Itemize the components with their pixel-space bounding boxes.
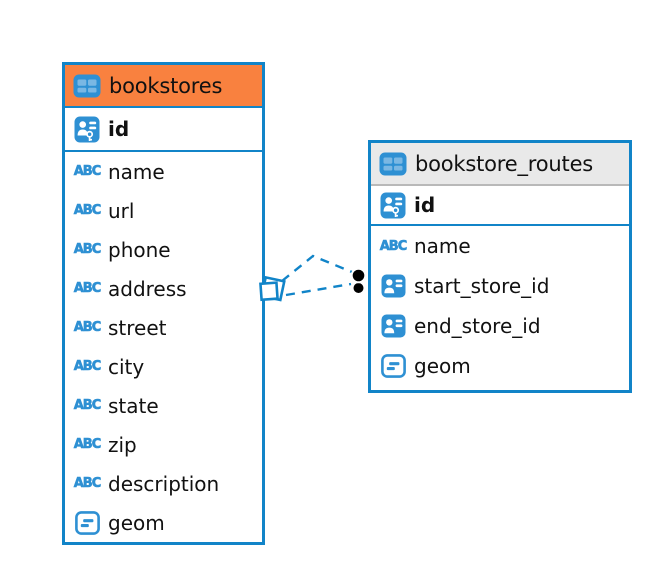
column-row-url: ABC url: [65, 191, 262, 230]
column-type-icon-box: [378, 314, 408, 338]
column-type-icon-box: ABC: [72, 281, 102, 297]
column-row-zip: ABC zip: [65, 425, 262, 464]
column-row-state: ABC state: [65, 386, 262, 425]
table-title: bookstores: [109, 73, 223, 98]
column-name: city: [108, 354, 145, 379]
relationship-line-upper[interactable]: [281, 254, 353, 282]
text-type-icon: ABC: [73, 476, 101, 492]
reference-type-icon: [381, 274, 405, 298]
column-row-address: ABC address: [65, 269, 262, 308]
column-type-icon-box: ABC: [72, 203, 102, 219]
reference-type-icon: [381, 314, 405, 338]
column-name: name: [414, 234, 471, 258]
column-type-icon-box: ABC: [72, 164, 102, 180]
column-name: address: [108, 276, 187, 301]
text-type-icon: ABC: [73, 281, 101, 297]
geometry-type-icon: [380, 354, 406, 378]
column-name: state: [108, 393, 159, 418]
geometry-type-icon: [74, 510, 100, 535]
table-icon-box: [379, 152, 407, 176]
column-row-name: ABC name: [65, 152, 262, 191]
column-type-icon-box: [378, 192, 408, 219]
table-icon-box: [73, 74, 101, 98]
column-type-icon-box: ABC: [378, 238, 408, 254]
text-type-icon: ABC: [73, 359, 101, 375]
relationship-endpoint-dots[interactable]: [350, 267, 367, 295]
table-header-bookstores[interactable]: bookstores: [65, 65, 262, 108]
column-name: geom: [414, 354, 471, 378]
column-row-id: id: [371, 186, 629, 226]
text-type-icon: ABC: [379, 238, 407, 254]
column-type-icon-box: ABC: [72, 320, 102, 336]
column-type-icon-box: [72, 510, 102, 535]
table-title: bookstore_routes: [415, 151, 594, 176]
column-row-geom: geom: [65, 503, 262, 542]
column-type-icon-box: ABC: [72, 359, 102, 375]
column-type-icon-box: [72, 116, 102, 143]
column-row-end_store_id: end_store_id: [371, 306, 629, 346]
relationship-line-lower[interactable]: [285, 282, 352, 297]
column-type-icon-box: [378, 274, 408, 298]
column-row-city: ABC city: [65, 347, 262, 386]
column-type-icon-box: [378, 354, 408, 378]
endpoint-dot-lower: [351, 281, 366, 295]
column-row-street: ABC street: [65, 308, 262, 347]
column-type-icon-box: ABC: [72, 437, 102, 453]
text-type-icon: ABC: [73, 320, 101, 336]
column-row-start_store_id: start_store_id: [371, 266, 629, 306]
column-name: id: [108, 117, 130, 141]
column-type-icon-box: ABC: [72, 476, 102, 492]
primary-key-icon: [74, 116, 100, 142]
column-type-icon-box: ABC: [72, 398, 102, 414]
primary-key-icon: [380, 192, 406, 218]
text-type-icon: ABC: [73, 437, 101, 453]
column-row-name: ABC name: [371, 226, 629, 266]
column-row-id: id: [65, 108, 262, 152]
text-type-icon: ABC: [73, 398, 101, 414]
column-name: start_store_id: [414, 274, 550, 298]
column-row-geom: geom: [371, 346, 629, 386]
column-row-phone: ABC phone: [65, 230, 262, 269]
column-name: street: [108, 315, 167, 340]
column-name: phone: [108, 237, 171, 262]
column-row-description: ABC description: [65, 464, 262, 503]
column-name: end_store_id: [414, 314, 541, 338]
column-type-icon-box: ABC: [72, 242, 102, 258]
table-icon: [379, 152, 407, 175]
endpoint-dot-upper: [350, 267, 367, 284]
column-name: url: [108, 198, 135, 223]
text-type-icon: ABC: [73, 203, 101, 219]
column-name: description: [108, 471, 220, 496]
text-type-icon: ABC: [73, 164, 101, 180]
table-icon: [73, 74, 101, 97]
column-name: geom: [108, 510, 165, 535]
column-name: id: [414, 193, 436, 217]
table-header-bookstore_routes[interactable]: bookstore_routes: [371, 143, 629, 186]
cardinality-squares-icon[interactable]: [259, 275, 286, 302]
column-name: zip: [108, 432, 137, 457]
column-name: name: [108, 159, 165, 184]
text-type-icon: ABC: [73, 242, 101, 258]
